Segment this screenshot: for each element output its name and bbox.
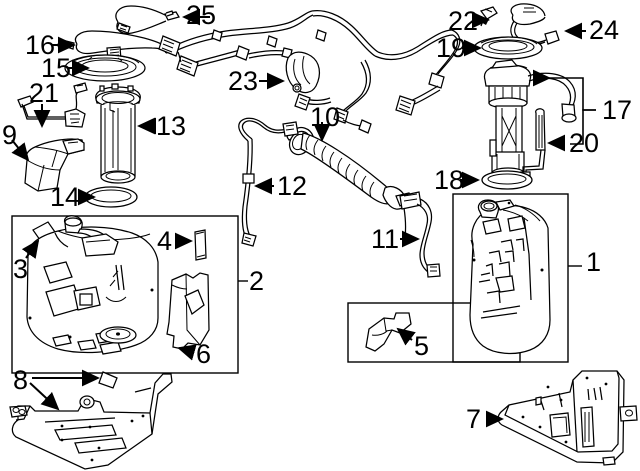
callout-14[interactable]: 14 xyxy=(50,182,81,212)
callout-2[interactable]: 2 xyxy=(249,266,265,296)
part-skid-plate-left xyxy=(9,371,173,470)
callout-16[interactable]: 16 xyxy=(25,30,56,60)
leader-20-bracket xyxy=(570,109,596,145)
callout-22[interactable]: 22 xyxy=(448,6,479,36)
callout-19[interactable]: 19 xyxy=(436,33,467,63)
callout-24[interactable]: 24 xyxy=(589,15,620,45)
part-short-fuel-hose xyxy=(115,5,180,35)
callout-8[interactable]: 8 xyxy=(13,365,29,395)
callout-25[interactable]: 25 xyxy=(186,0,217,30)
callout-3[interactable]: 3 xyxy=(13,254,29,284)
part-wiring-harness xyxy=(158,9,461,134)
leader-8b xyxy=(29,382,60,411)
part-fuel-tank-right xyxy=(469,199,551,355)
callout-23[interactable]: 23 xyxy=(228,66,259,96)
part-tank-heat-shield xyxy=(166,272,210,350)
part-bracket-cover xyxy=(24,138,85,192)
callout-10[interactable]: 10 xyxy=(310,102,341,132)
part-sender-assembly xyxy=(483,59,577,179)
callout-11[interactable]: 11 xyxy=(371,224,400,254)
leader-lines xyxy=(11,8,596,428)
leader-5 xyxy=(396,327,416,346)
callout-7[interactable]: 7 xyxy=(466,404,482,434)
part-tank-shield-small xyxy=(365,312,412,352)
part-valve-clip xyxy=(479,6,498,27)
callout-4[interactable]: 4 xyxy=(157,226,173,256)
callout-17[interactable]: 17 xyxy=(602,95,633,125)
group-box-fuel-tank xyxy=(452,193,582,363)
leader-3 xyxy=(21,239,40,259)
callout-6[interactable]: 6 xyxy=(196,339,212,369)
part-fuel-tank-left xyxy=(26,215,159,355)
part-vent-hose-left xyxy=(238,117,299,247)
callout-1[interactable]: 1 xyxy=(586,247,602,277)
part-fuel-pump-module xyxy=(95,83,141,184)
group-box-fuel-tank-assembly xyxy=(11,215,248,374)
part-tank-insulator xyxy=(194,229,207,261)
part-vent-hose-right xyxy=(399,191,441,278)
part-skid-plate-right xyxy=(497,370,638,466)
callout-18[interactable]: 18 xyxy=(434,165,465,195)
part-filler-hose xyxy=(286,126,414,210)
callout-20[interactable]: 20 xyxy=(569,128,600,158)
part-sender-seal-ring xyxy=(481,170,533,190)
callout-13[interactable]: 13 xyxy=(156,111,187,141)
callout-12[interactable]: 12 xyxy=(277,171,308,201)
callout-15[interactable]: 15 xyxy=(41,53,72,83)
callout-9[interactable]: 9 xyxy=(2,120,18,150)
part-ground-strap xyxy=(17,82,88,128)
leader-6 xyxy=(177,344,197,361)
callout-5[interactable]: 5 xyxy=(414,331,430,361)
part-sender-lock-ring xyxy=(473,36,543,60)
leader-9 xyxy=(11,139,30,162)
callout-21[interactable]: 21 xyxy=(29,78,60,108)
